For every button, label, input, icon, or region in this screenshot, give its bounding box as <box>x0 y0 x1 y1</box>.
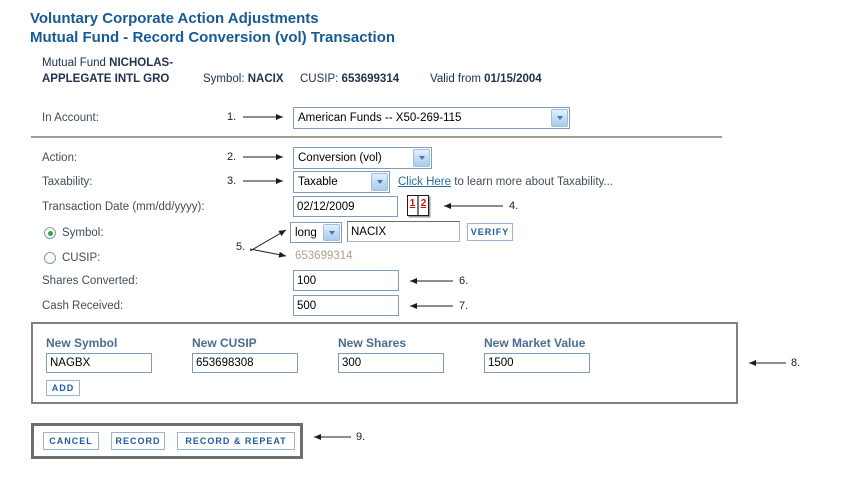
fund-valid-from: Valid from 01/15/2004 <box>430 73 542 85</box>
page-title-line2: Mutual Fund - Record Conversion (vol) Tr… <box>30 29 396 46</box>
chevron-down-icon[interactable] <box>323 224 340 241</box>
record-repeat-button[interactable]: RECORD & REPEAT <box>177 432 295 450</box>
annotation-8-arrow <box>749 360 786 366</box>
taxability-label: Taxability: <box>42 176 93 188</box>
taxability-help-link[interactable]: Click Here <box>398 176 452 188</box>
new-shares-input[interactable] <box>338 353 444 373</box>
annotation-9-arrow <box>314 434 351 440</box>
position-type-select[interactable]: long <box>290 222 342 243</box>
transaction-date-input[interactable] <box>293 196 398 217</box>
new-symbol-input[interactable] <box>46 353 152 373</box>
annotation-4: 4. <box>509 200 519 212</box>
calendar-icon[interactable]: 1 2 <box>407 195 429 216</box>
taxability-selected-value: Taxable <box>298 176 338 188</box>
annotation-5: 5. <box>236 241 246 253</box>
annotation-3: 3. <box>227 175 237 187</box>
taxability-select[interactable]: Taxable <box>293 171 390 193</box>
valid-from-date: 01/15/2004 <box>484 73 542 85</box>
chevron-down-icon[interactable] <box>551 109 568 127</box>
add-button[interactable]: ADD <box>46 380 80 396</box>
calendar-icon-digit-1: 1 <box>409 198 416 209</box>
fund-cusip-label: CUSIP: <box>300 73 339 85</box>
annotation-1-arrow <box>243 114 283 120</box>
annotation-9: 9. <box>356 431 366 443</box>
annotation-2-arrow <box>243 154 283 160</box>
annotation-8: 8. <box>791 357 801 369</box>
new-market-value-header: New Market Value <box>484 336 586 350</box>
action-selected-value: Conversion (vol) <box>298 152 382 164</box>
calendar-icon-spine <box>417 196 419 215</box>
cash-received-input[interactable] <box>293 295 399 316</box>
annotation-5-arrow-lower <box>249 248 287 258</box>
new-position-box: New Symbol New CUSIP New Shares New Mark… <box>31 322 738 404</box>
action-label: Action: <box>42 152 78 164</box>
fund-symbol-value: NACIX <box>247 73 284 85</box>
cancel-button[interactable]: CANCEL <box>43 432 99 450</box>
cusip-radio[interactable] <box>44 252 56 264</box>
in-account-selected-value: American Funds -- X50-269-115 <box>298 112 462 124</box>
new-cusip-input[interactable] <box>192 353 298 373</box>
shares-converted-input[interactable] <box>293 270 399 291</box>
symbol-radio-label: Symbol: <box>62 227 104 239</box>
new-market-value-input[interactable] <box>484 353 590 373</box>
annotation-5-arrow-upper <box>249 229 287 252</box>
valid-from-label: Valid from <box>430 73 481 85</box>
page-title-line1: Voluntary Corporate Action Adjustments <box>30 10 319 27</box>
annotation-7-arrow <box>410 303 453 309</box>
fund-label: Mutual Fund <box>42 57 106 69</box>
chevron-down-icon[interactable] <box>371 173 388 191</box>
annotation-7: 7. <box>459 300 469 312</box>
chevron-down-icon[interactable] <box>413 149 430 167</box>
shares-converted-label: Shares Converted: <box>42 275 138 287</box>
section-divider <box>31 136 722 138</box>
new-shares-header: New Shares <box>338 336 407 350</box>
annotation-2: 2. <box>227 151 237 163</box>
annotation-6: 6. <box>459 275 469 287</box>
symbol-radio[interactable] <box>44 227 56 239</box>
fund-cusip: CUSIP: 653699314 <box>300 73 399 85</box>
verify-button[interactable]: VERIFY <box>467 223 513 241</box>
action-select[interactable]: Conversion (vol) <box>293 147 432 169</box>
taxability-help-text: Click Here to learn more about Taxabilit… <box>398 176 613 188</box>
fund-cusip-value: 653699314 <box>341 73 400 85</box>
annotation-1: 1. <box>227 111 237 123</box>
annotation-3-arrow <box>243 178 283 184</box>
cusip-readonly-value: 653699314 <box>295 250 353 262</box>
annotation-6-arrow <box>410 278 453 284</box>
position-type-selected-value: long <box>295 226 317 239</box>
fund-name-line1: Mutual Fund NICHOLAS- <box>42 57 173 69</box>
footer-actions-box: CANCEL RECORD RECORD & REPEAT <box>31 423 303 459</box>
fund-name-line2: APPLEGATE INTL GRO <box>42 73 170 85</box>
fund-name-part1: NICHOLAS- <box>109 57 174 69</box>
new-cusip-header: New CUSIP <box>192 336 257 350</box>
fund-symbol-label: Symbol: <box>203 73 245 85</box>
in-account-select[interactable]: American Funds -- X50-269-115 <box>293 107 570 129</box>
cusip-radio-label: CUSIP: <box>62 252 101 264</box>
record-button[interactable]: RECORD <box>111 432 165 450</box>
transaction-date-label: Transaction Date (mm/dd/yyyy): <box>42 201 205 213</box>
annotation-4-arrow <box>444 203 503 209</box>
cash-received-label: Cash Received: <box>42 300 124 312</box>
fund-symbol: Symbol: NACIX <box>203 73 284 85</box>
in-account-label: In Account: <box>42 112 99 124</box>
symbol-input[interactable] <box>347 221 460 242</box>
taxability-help-suffix: to learn more about Taxability... <box>454 176 613 188</box>
calendar-icon-digit-2: 2 <box>420 198 427 209</box>
new-symbol-header: New Symbol <box>46 336 118 350</box>
